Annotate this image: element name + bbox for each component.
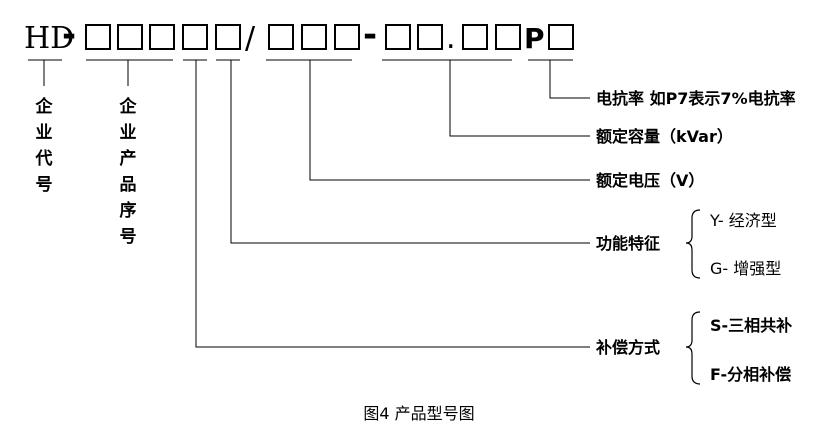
brace-function <box>685 209 701 279</box>
vertical-char: 号 <box>36 175 53 195</box>
vertical-char: 品 <box>120 175 137 195</box>
vertical-char: 业 <box>120 123 137 143</box>
code-box-1 <box>85 24 111 50</box>
code-box-2 <box>117 24 143 50</box>
option-compensation-three-phase: S-三相共补 <box>710 316 792 335</box>
code-dot: . <box>446 21 456 56</box>
figure-caption: 图4 产品型号图 <box>363 404 474 423</box>
code-box-5 <box>215 24 241 50</box>
leader-compensation <box>195 60 590 348</box>
code-box-4 <box>182 24 208 50</box>
code-box-7 <box>301 24 327 50</box>
leader-capacity <box>449 60 590 137</box>
code-box-6 <box>268 24 294 50</box>
code-box-8 <box>334 24 360 50</box>
vertical-char: 业 <box>36 123 53 143</box>
vertical-char: 产 <box>120 148 137 169</box>
code-slash: / <box>245 21 256 56</box>
label-enterprise-code: 企业代号 <box>35 96 54 195</box>
code-prefix: HD <box>24 21 74 56</box>
svg-text:企业产品序号: 企业产品序号 <box>119 96 138 247</box>
label-voltage: 额定电压（V） <box>596 171 704 190</box>
code-p: P <box>524 22 545 55</box>
leader-reactance <box>549 60 590 99</box>
code-box-12 <box>495 24 521 50</box>
vertical-char: 企 <box>35 96 54 117</box>
label-reactance: 电抗率 如P7表示7%电抗率 <box>596 89 796 108</box>
option-function-enhanced: G- 增强型 <box>710 259 781 278</box>
code-box-3 <box>149 24 175 50</box>
code-dash-1: - <box>62 15 76 55</box>
label-capacity: 额定容量（kVar） <box>596 127 733 146</box>
code-box-13 <box>548 24 574 50</box>
vertical-char: 号 <box>120 227 137 247</box>
vertical-char: 序 <box>120 200 137 221</box>
leader-function <box>230 60 590 244</box>
brace-compensation <box>685 311 701 385</box>
label-function: 功能特征 <box>596 234 660 253</box>
vertical-char: 企 <box>119 96 138 117</box>
code-box-11 <box>462 24 488 50</box>
leader-voltage <box>309 60 590 181</box>
label-product-seq: 企业产品序号 <box>119 96 138 247</box>
label-compensation: 补偿方式 <box>595 338 660 357</box>
code-box-9 <box>385 24 411 50</box>
svg-text:企业代号: 企业代号 <box>35 96 54 195</box>
option-compensation-split-phase: F-分相补偿 <box>710 365 791 384</box>
option-function-economy: Y- 经济型 <box>709 211 777 230</box>
code-dash-2: - <box>363 15 377 55</box>
code-box-10 <box>417 24 443 50</box>
vertical-char: 代 <box>35 148 53 169</box>
